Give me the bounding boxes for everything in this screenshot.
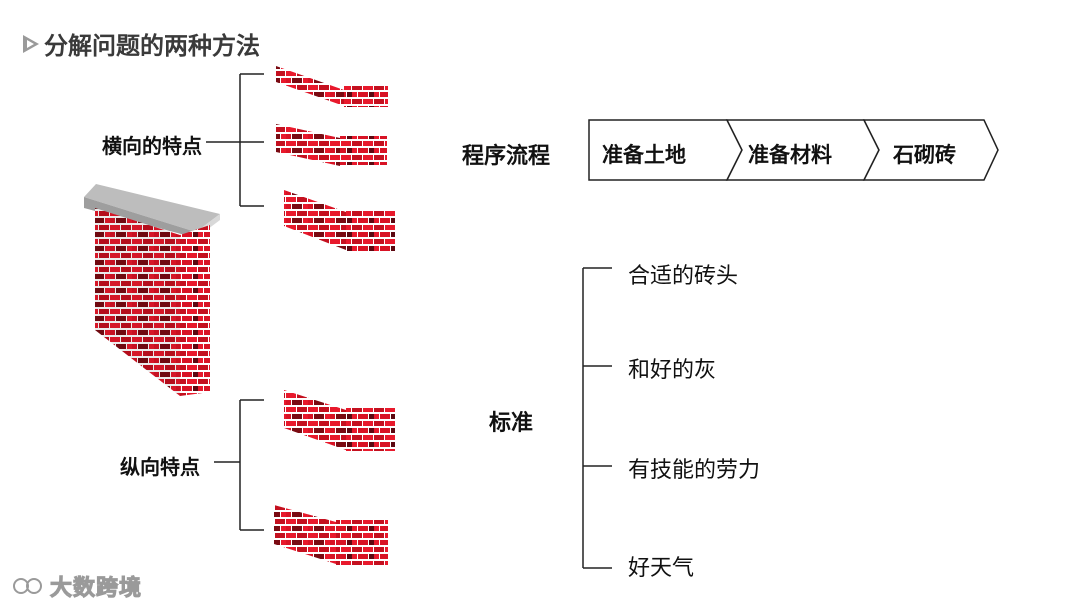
criteria-item-4: 好天气 xyxy=(628,556,695,581)
vertical-brick-segment-2 xyxy=(274,505,388,565)
watermark: 大数跨境 xyxy=(12,570,142,602)
horizontal-brick-segment-1 xyxy=(276,66,388,107)
horizontal-bracket xyxy=(206,73,264,207)
vertical-bracket xyxy=(214,399,264,531)
criteria-item-3: 有技能的劳力 xyxy=(628,458,761,483)
watermark-text: 大数跨境 xyxy=(49,576,143,602)
criteria-item-1: 合适的砖头 xyxy=(628,264,739,289)
criteria-bracket xyxy=(582,267,612,569)
horizontal-brick-segment-2 xyxy=(276,124,387,166)
process-flow-label: 程序流程 xyxy=(462,144,551,169)
criteria-label: 标准 xyxy=(489,411,534,436)
brick-wall-illustration xyxy=(84,184,220,396)
process-step-2-label: 准备材料 xyxy=(748,143,832,167)
watermark-logo-icon xyxy=(13,578,42,594)
slide-title: 分解问题的两种方法 xyxy=(20,26,260,61)
slide-title-text: 分解问题的两种方法 xyxy=(44,32,260,60)
play-icon xyxy=(23,34,39,53)
vertical-brick-segment-1 xyxy=(284,390,395,451)
process-step-3-label: 石砌砖 xyxy=(893,143,956,167)
horizontal-brick-segment-3 xyxy=(284,190,395,251)
process-step-3-shape xyxy=(862,119,999,181)
process-step-1-label: 准备土地 xyxy=(602,143,686,167)
process-chevrons xyxy=(588,119,999,181)
criteria-item-2: 和好的灰 xyxy=(628,358,717,383)
horizontal-feature-label: 横向的特点 xyxy=(102,134,202,158)
vertical-feature-label: 纵向特点 xyxy=(120,455,200,479)
